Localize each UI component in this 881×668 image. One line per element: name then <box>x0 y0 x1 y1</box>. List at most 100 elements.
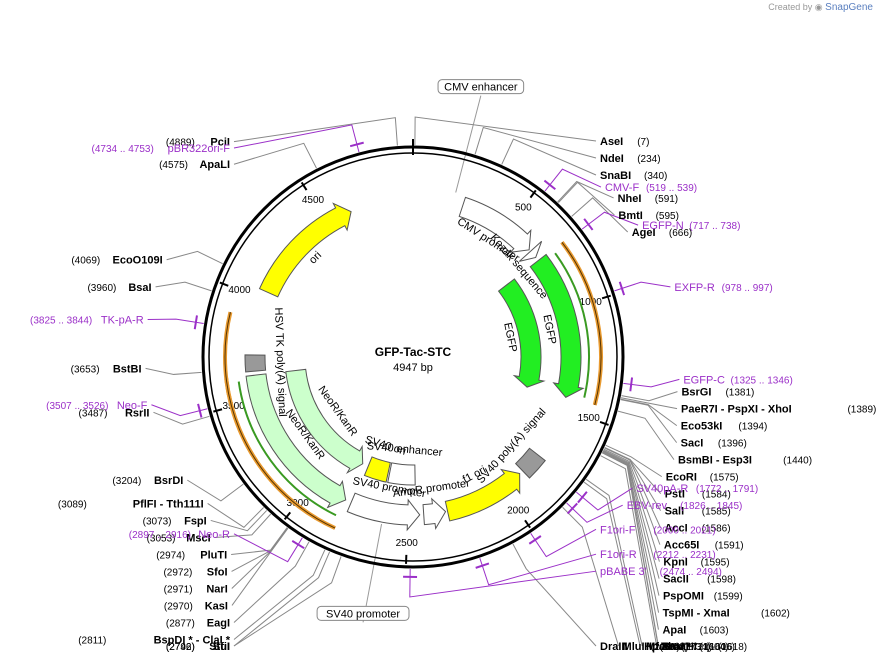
site-leader <box>233 533 303 563</box>
site-leader <box>233 549 326 640</box>
site-name: BsrDI <box>154 475 183 487</box>
site-leader <box>501 138 597 176</box>
site-name: CMV-F <box>605 182 640 194</box>
orange-arc-core <box>561 241 602 406</box>
site-position: (1586) <box>702 524 731 535</box>
site-position: (4734 .. 4753) <box>92 144 154 155</box>
site-leader <box>233 142 317 169</box>
enzyme-label: ApaI(1603) <box>662 625 728 637</box>
site-name: EagI <box>207 617 230 629</box>
feature-egfp <box>497 278 546 388</box>
site-leader <box>233 124 360 153</box>
site-position: (1826 .. 1845) <box>680 501 742 512</box>
site-name: PaeR7I - PspXI - XhoI <box>681 404 792 416</box>
site-name: MfeI <box>646 641 668 653</box>
site-leader <box>233 117 398 146</box>
site-leader <box>621 391 678 402</box>
site-leader <box>623 378 680 388</box>
site-leader <box>479 553 597 586</box>
site-name: PluTI <box>200 549 227 561</box>
site-name: TspMI - XmaI <box>663 608 730 620</box>
feature-neor-kanr <box>245 373 347 509</box>
tick-mark <box>283 511 292 521</box>
site-name: SalI <box>665 506 685 518</box>
site-position: (3507 .. 3526) <box>46 401 108 412</box>
primer-mark <box>577 491 588 504</box>
site-name: F1ori-F <box>600 524 636 536</box>
site-position: (340) <box>644 171 667 182</box>
site-position: (1389) <box>847 405 876 416</box>
site-position: (3960) <box>87 283 116 294</box>
primer-label: Neo-F(3507 .. 3526) <box>46 400 148 412</box>
primer-mark <box>583 218 594 231</box>
site-leader <box>581 211 639 230</box>
primer-mark <box>475 562 490 569</box>
site-leader <box>231 527 288 572</box>
site-leader <box>231 527 288 555</box>
watermark-prefix: Created by <box>768 2 813 12</box>
tick-label: 2500 <box>396 538 419 549</box>
site-name: KpnI <box>663 557 687 569</box>
enzyme-label: SmaI (1604) <box>662 641 728 653</box>
site-position: (1325 .. 1346) <box>731 375 793 386</box>
primer-mark <box>291 540 305 550</box>
site-name: SacII <box>663 574 689 586</box>
primer-mark <box>528 535 542 545</box>
primer-label: EGFP-C(1325 .. 1346) <box>683 374 792 386</box>
site-position: (2811) <box>78 635 106 646</box>
feature-kozak-sequence <box>518 240 543 262</box>
enzyme-label: BstBI(3653) <box>71 363 142 375</box>
primer-label: CMV-F(519 .. 539) <box>605 182 697 194</box>
site-leader <box>583 481 641 647</box>
site-position: (1604) <box>700 642 729 653</box>
site-leader <box>614 281 671 292</box>
site-name: SfoI <box>207 566 228 578</box>
enzyme-label: EcoRI(1575) <box>666 472 739 484</box>
site-leader <box>214 513 272 538</box>
site-position: (7) <box>637 137 649 148</box>
primer-label: pBR322ori-F(4734 .. 4753) <box>92 143 231 155</box>
feature-neor-kanr <box>285 368 364 475</box>
site-position: (3653) <box>71 364 100 375</box>
feature-egfp <box>529 253 585 398</box>
site-leader <box>602 450 660 596</box>
site-position: (1584) <box>702 490 731 501</box>
site-name: BamHI <box>662 641 697 653</box>
site-name: SmaI <box>662 641 688 653</box>
site-name: SnaBI <box>600 170 631 182</box>
site-name: ApaI <box>662 625 686 637</box>
site-position: (2792) <box>166 642 195 653</box>
site-position: (1394) <box>738 422 767 433</box>
site-name: DraIII <box>600 641 628 653</box>
tick-mark <box>599 421 609 426</box>
site-leader <box>207 503 264 528</box>
site-leader <box>147 318 204 325</box>
enzyme-label: MscI(3053) <box>147 532 211 544</box>
site-leader <box>558 181 615 216</box>
site-leader <box>603 449 660 562</box>
sv40-promoter-label: SV40 promoter <box>326 608 400 620</box>
site-position: (4575) <box>159 160 188 171</box>
feature-label: EGFP <box>501 322 519 354</box>
enzyme-label: ApaLI(4575) <box>159 159 230 171</box>
primer-label: F1ori-F(2000 .. 2021) <box>600 524 716 536</box>
site-position: (2212 .. 2231) <box>653 550 715 561</box>
site-position: (2974) <box>156 550 185 561</box>
site-position: (2877) <box>166 618 195 629</box>
site-position: (666) <box>669 228 692 239</box>
site-name: BsaI <box>128 282 151 294</box>
enzyme-label: FspI(3073) <box>143 515 207 527</box>
site-leader <box>474 126 597 159</box>
tick-label: 1500 <box>578 413 601 424</box>
site-name: pBABE 3' <box>600 566 647 578</box>
tick-mark <box>213 408 223 413</box>
enzyme-label: BsmBI - Esp3I(1440) <box>678 455 812 467</box>
site-leader <box>233 541 310 623</box>
cmv-enhancer-box <box>437 79 525 95</box>
site-name: EBV-rev <box>627 500 668 512</box>
site-leader <box>617 410 675 460</box>
enzyme-label: PciI(4889) <box>166 137 230 149</box>
primer-label: EGFP-N(717 .. 738) <box>642 220 740 232</box>
sv40-promoter-box <box>316 605 410 621</box>
